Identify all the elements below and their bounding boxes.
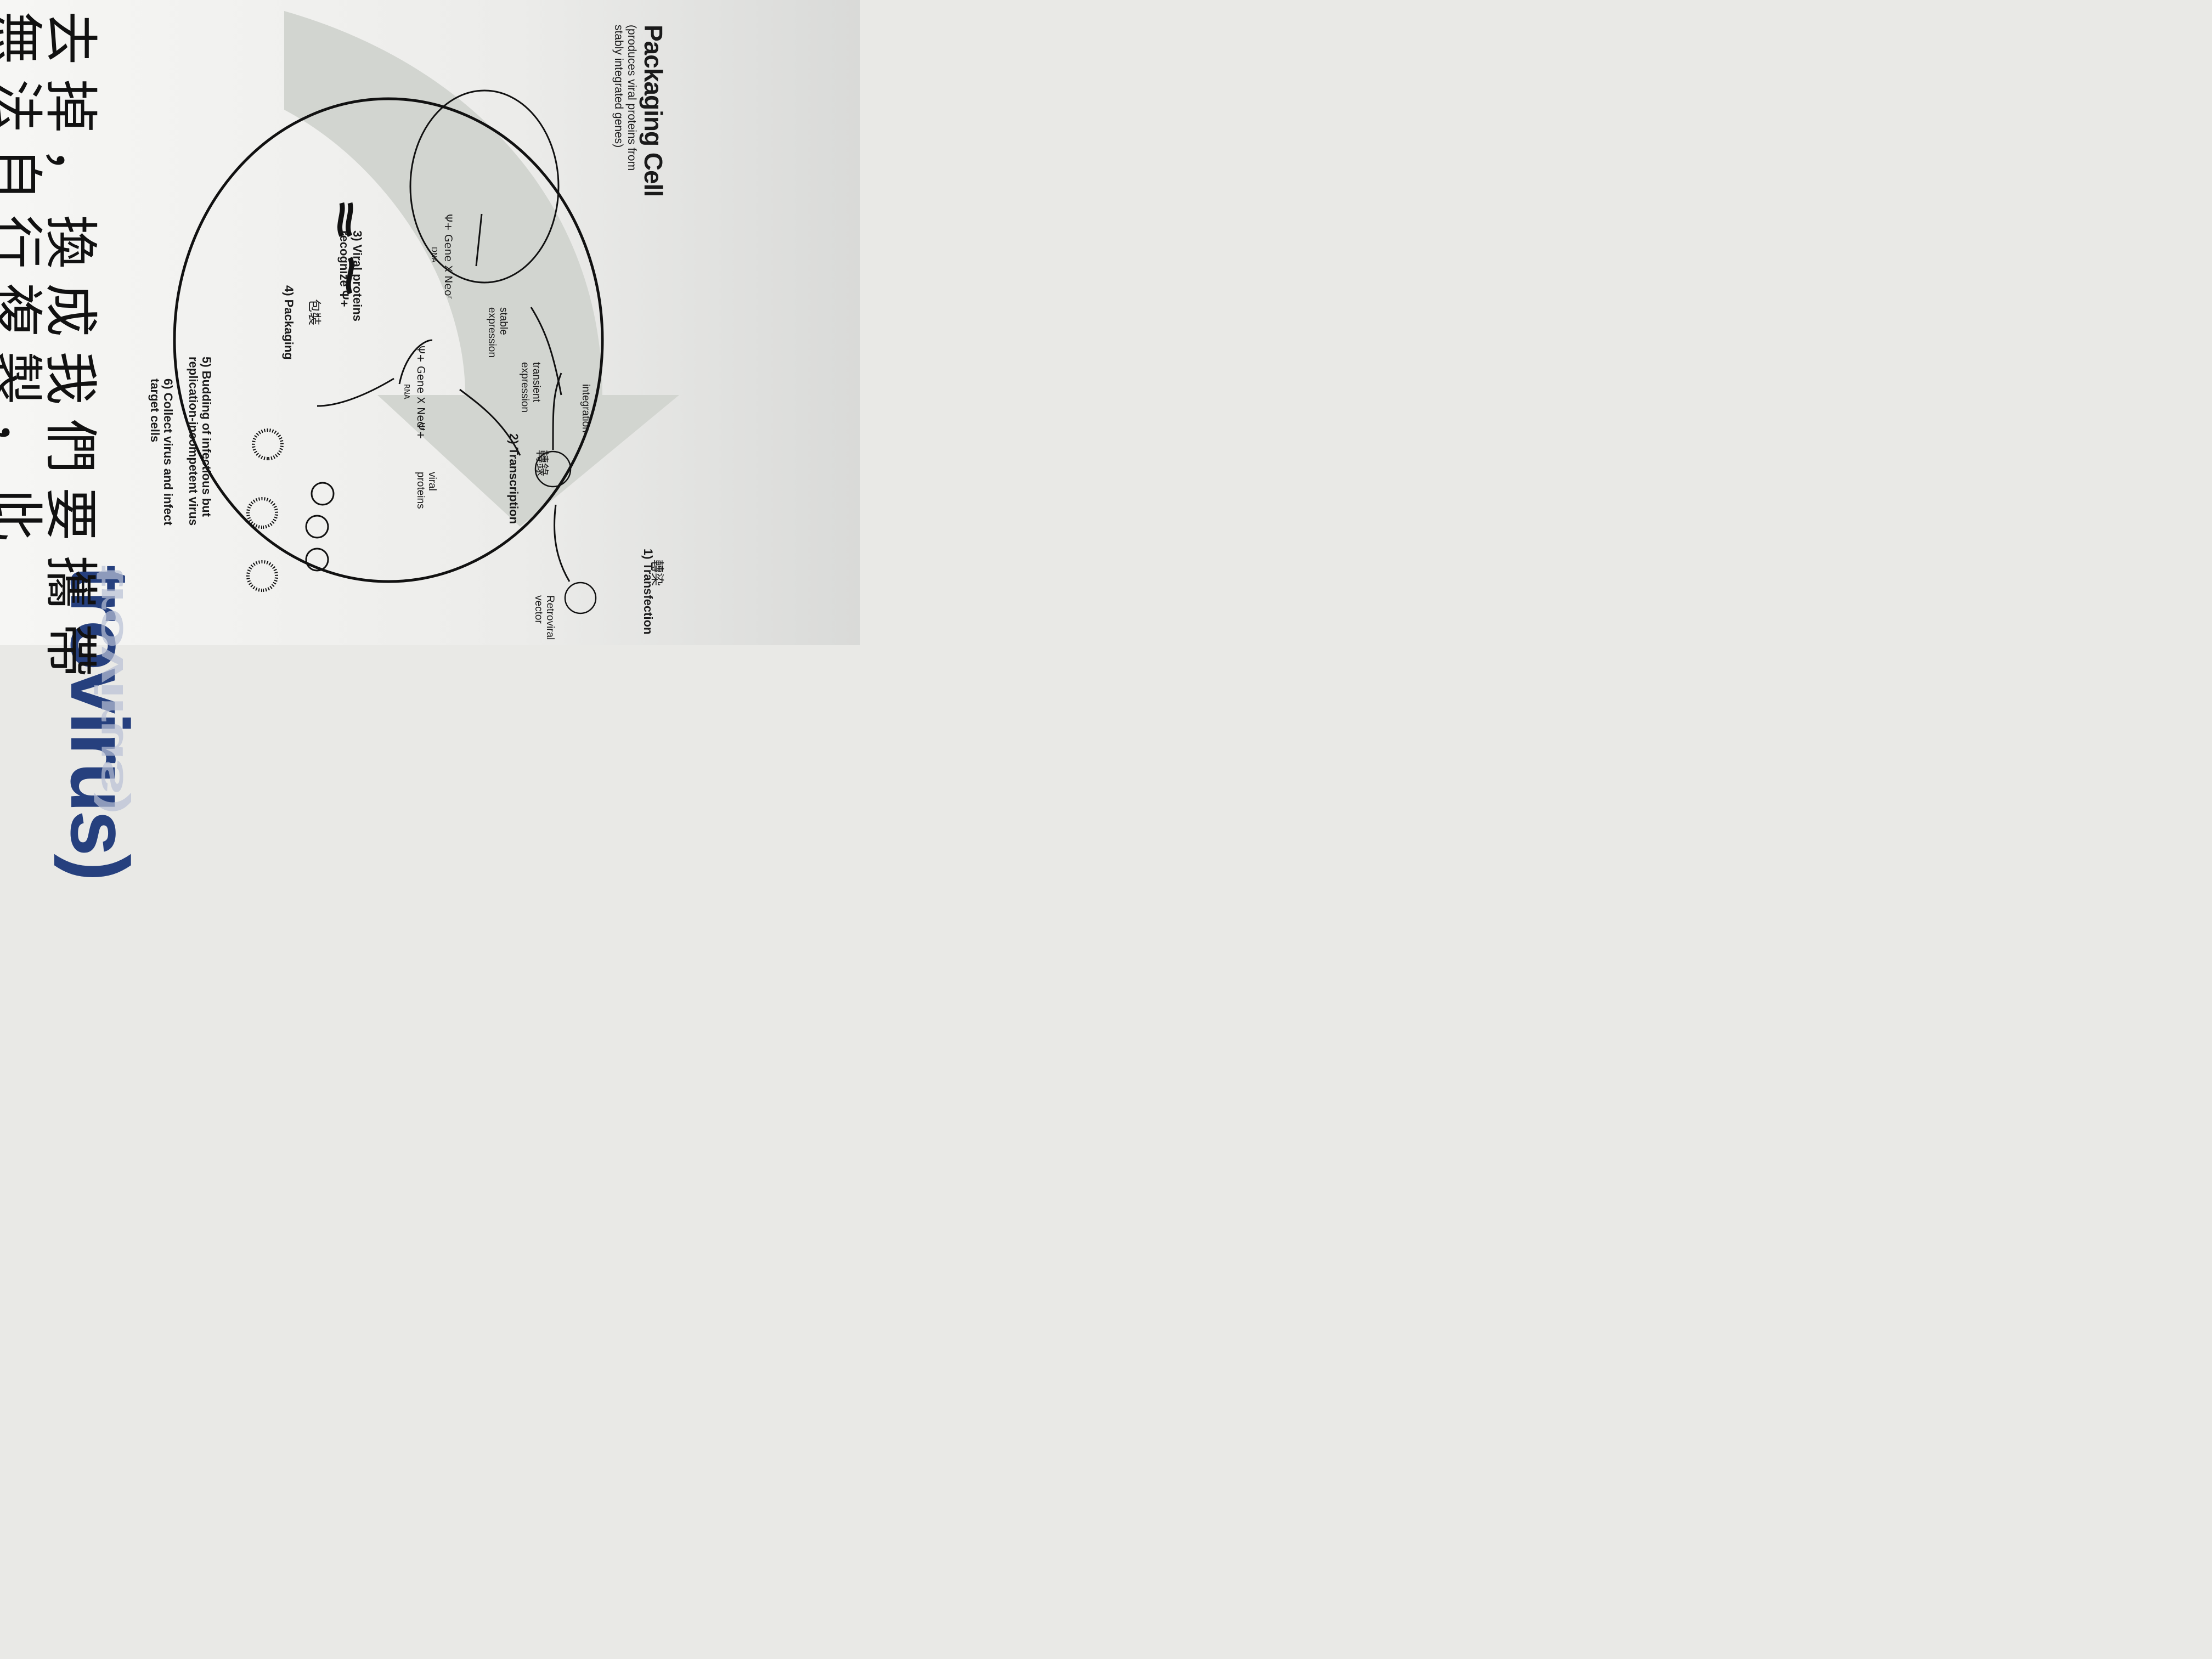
collect-virus-label: 6) Collect virus and infect target cells: [148, 379, 175, 526]
process-arrows: [317, 213, 571, 582]
rna-label: RNA: [402, 384, 410, 399]
chromosome-icon: [337, 202, 354, 295]
virus-particles: [246, 428, 335, 592]
chinese-caption-line2: 無法自行複製，此: [0, 11, 47, 556]
plasmid-in-cell: [534, 450, 572, 488]
budding-label: 5) Budding of infectious but replication…: [187, 357, 213, 526]
rotated-figure: trovirus) trovirus) Packaging Cell (prod…: [0, 0, 860, 879]
dna-label: DNA: [430, 247, 438, 263]
diagram-graphics: [173, 11, 679, 614]
packaging-zh-label: 包裝: [307, 299, 322, 325]
packaging-cell-subtitle: (produces viral proteins from stably int…: [612, 25, 638, 171]
packaging-label: 4) Packaging: [282, 285, 296, 360]
transfection-label: 1) Transfection: [641, 549, 655, 635]
rna-construct: Ψ+ Gene X Neoʳ: [415, 346, 427, 431]
viral-proteins-recognize-label: 3) Viral proteins recognize Ψ+: [337, 230, 364, 321]
viral-proteins-label: viral proteins: [415, 472, 438, 509]
sweep-arrow: [284, 11, 679, 527]
integration-label: integration: [580, 384, 591, 433]
stable-expression-label: stable expression: [486, 307, 509, 358]
retroviral-vector-plasmid: [564, 582, 597, 614]
retroviral-vector-label: Retroviral vector: [533, 595, 556, 640]
packaging-cell-title: Packaging Cell: [639, 25, 668, 197]
transcription-zh-label: 轉錄: [534, 450, 550, 476]
transient-expression-label: transient expression: [519, 362, 542, 413]
dna-construct: Ψ+ Gene X Neoʳ: [442, 214, 454, 299]
transcription-label: 2) Transcription: [507, 433, 521, 524]
nucleus-outline: [409, 89, 560, 284]
psi-label: Ψ+: [415, 422, 427, 439]
packaging-cell-outline: [173, 97, 604, 583]
